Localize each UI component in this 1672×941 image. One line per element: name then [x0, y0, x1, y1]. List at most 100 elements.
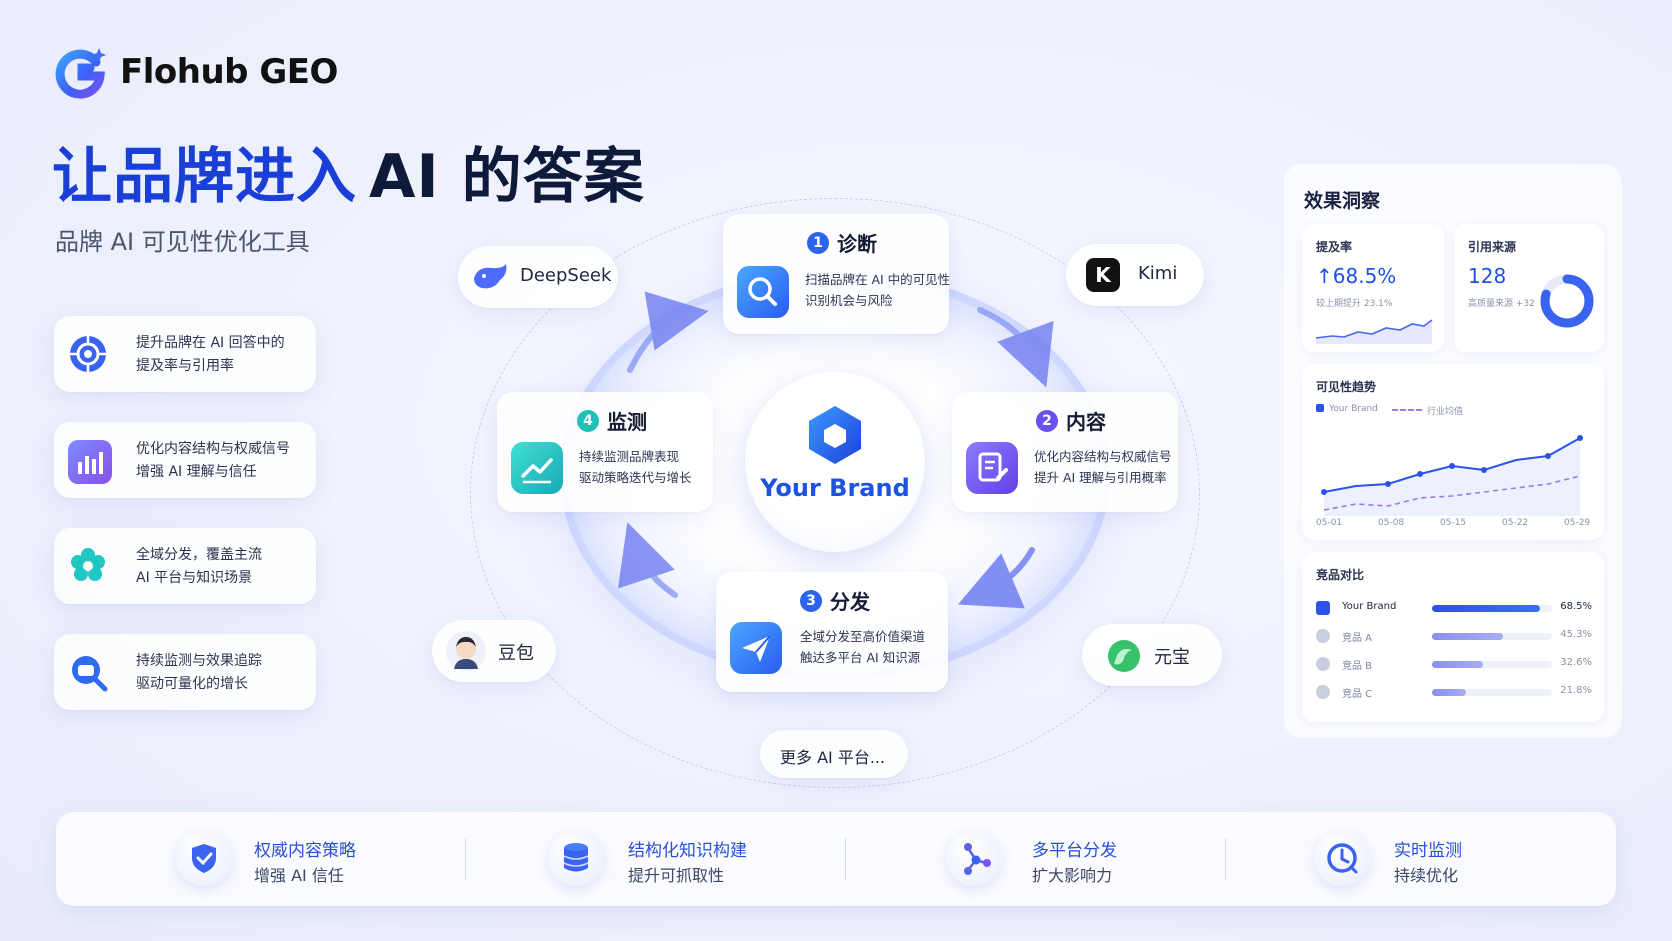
platform-deepseek[interactable]: DeepSeek — [458, 246, 618, 308]
feature-line: AI 平台与知识场景 — [136, 570, 253, 586]
step-title: 监测 — [607, 410, 647, 434]
step-title: 分发 — [830, 590, 870, 614]
step-number: 2 — [1036, 410, 1058, 432]
compare-row: 竞品 C 21.8% — [1302, 682, 1604, 702]
trend-up-icon — [511, 442, 563, 494]
step-distribute[interactable]: 3 分发 全域分发至高价值渠道触达多平台 AI 知识源 — [716, 572, 948, 692]
citation-card: 引用来源 128 高质量来源 +32 — [1454, 224, 1604, 352]
platform-label: 元宝 — [1154, 647, 1190, 668]
feature-card-monitor: 持续监测与效果追踪驱动可量化的增长 — [54, 634, 316, 710]
compare-value: 45.3% — [1560, 629, 1592, 640]
mention-rate-note: 较上期提升 23.1% — [1316, 299, 1393, 309]
step-number: 1 — [807, 232, 829, 254]
platform-yuanbao[interactable]: 元宝 — [1082, 624, 1222, 686]
citation-donut — [1540, 274, 1594, 328]
bottom-item-subtitle: 提升可抓取性 — [628, 866, 725, 885]
magnifier-icon — [68, 652, 108, 692]
mention-sparkline — [1315, 319, 1433, 344]
brand-label: Your Brand — [760, 474, 910, 502]
compare-bar-fill — [1432, 605, 1540, 612]
trend-chart — [1321, 435, 1583, 516]
flow-arrows — [617, 291, 1054, 609]
platform-doubao[interactable]: 豆包 — [432, 620, 556, 682]
flower-icon — [68, 546, 108, 586]
brand-hexagon-icon — [1316, 601, 1330, 615]
search-icon — [737, 266, 789, 318]
citation-label: 引用来源 — [1468, 240, 1517, 254]
compare-value: 68.5% — [1560, 601, 1592, 612]
compare-bar-track — [1432, 689, 1552, 696]
compare-label: 竞品对比 — [1316, 568, 1365, 582]
step-number: 3 — [800, 590, 822, 612]
mention-rate-label: 提及率 — [1316, 240, 1353, 254]
competitor-avatar-icon — [1316, 685, 1330, 699]
feature-card-mention: 提升品牌在 AI 回答中的提及率与引用率 — [54, 316, 316, 392]
platform-label: Kimi — [1138, 263, 1178, 284]
feature-line: 提及率与引用率 — [136, 358, 234, 374]
step-desc: 全域分发至高价值渠道触达多平台 AI 知识源 — [800, 629, 926, 665]
logo-text: Flohub GEO — [120, 52, 338, 92]
mention-rate-card: 提及率 ↑68.5% 较上期提升 23.1% — [1302, 224, 1444, 352]
feature-line: 持续监测与效果追踪 — [136, 653, 262, 669]
compare-bar-track — [1432, 661, 1552, 668]
deepseek-whale-icon — [472, 260, 510, 294]
compare-row: 竞品 A 45.3% — [1302, 626, 1604, 646]
x-label: 05-29 — [1564, 518, 1591, 528]
feature-line: 提升品牌在 AI 回答中的 — [136, 335, 285, 351]
kimi-logo-icon: K — [1086, 258, 1120, 292]
divider — [845, 838, 846, 880]
x-label: 05-01 — [1316, 518, 1343, 528]
step-content[interactable]: 2 内容 优化内容结构与权威信号提升 AI 理解与引用概率 — [952, 392, 1178, 512]
x-label: 05-15 — [1440, 518, 1467, 528]
step-desc: 持续监测品牌表现驱动策略迭代与增长 — [579, 449, 692, 485]
send-icon — [730, 622, 782, 674]
bottom-item-subtitle: 持续优化 — [1394, 866, 1459, 885]
compare-name: 竞品 B — [1342, 661, 1373, 672]
compare-bar-track — [1432, 633, 1552, 640]
bottom-item-title: 权威内容策略 — [254, 841, 356, 861]
doubao-avatar-icon — [446, 631, 486, 671]
compare-name: 竞品 C — [1342, 689, 1373, 700]
feature-card-content: 优化内容结构与权威信号增强 AI 理解与信任 — [54, 422, 316, 498]
trend-label: 可见性趋势 — [1316, 380, 1377, 394]
step-title: 内容 — [1066, 410, 1106, 434]
bottom-item-title: 实时监测 — [1394, 841, 1462, 861]
visibility-trend-card: 可见性趋势 Your Brand 行业均值 05-01 05-08 05-15 … — [1302, 364, 1604, 540]
shield-check-icon — [176, 830, 232, 886]
compare-bar-fill — [1432, 689, 1466, 696]
compare-name: 竞品 A — [1342, 633, 1373, 644]
step-title: 诊断 — [837, 232, 877, 256]
divider — [1225, 838, 1226, 880]
logo-icon — [52, 44, 108, 100]
mention-rate-value: ↑68.5% — [1316, 264, 1397, 288]
step-desc: 扫描品牌在 AI 中的可见性识别机会与风险 — [805, 272, 951, 308]
platform-label: 豆包 — [498, 643, 534, 664]
legend-industry: 行业均值 — [1392, 404, 1463, 417]
hero-title-part2: AI 的答案 — [369, 142, 645, 212]
target-icon — [68, 334, 108, 374]
competitor-avatar-icon — [1316, 657, 1330, 671]
compare-bar-fill — [1432, 633, 1503, 640]
bottom-item-title: 结构化知识构建 — [628, 841, 747, 861]
x-label: 05-22 — [1502, 518, 1529, 528]
hero-title-part1: 让品牌进入 — [52, 142, 357, 212]
brand-hexagon-icon — [805, 404, 865, 466]
step-diagnose[interactable]: 1 诊断 扫描品牌在 AI 中的可见性识别机会与风险 — [723, 214, 951, 334]
more-platforms-label: 更多 AI 平台... — [780, 748, 886, 767]
platform-label: DeepSeek — [520, 265, 612, 286]
step-monitor[interactable]: 4 监测 持续监测品牌表现驱动策略迭代与增长 — [497, 392, 713, 512]
insights-title: 效果洞察 — [1304, 190, 1381, 212]
platform-kimi[interactable]: K Kimi — [1066, 244, 1204, 306]
network-share-icon — [946, 830, 1002, 886]
edit-document-icon — [966, 442, 1018, 494]
more-platforms-button[interactable]: 更多 AI 平台... — [760, 730, 908, 778]
step-number: 4 — [577, 410, 599, 432]
citation-value: 128 — [1468, 264, 1507, 288]
citation-note: 高质量来源 +32 — [1468, 299, 1535, 309]
compare-value: 21.8% — [1560, 685, 1592, 696]
hero-subtitle: 品牌 AI 可见性优化工具 — [55, 228, 310, 256]
